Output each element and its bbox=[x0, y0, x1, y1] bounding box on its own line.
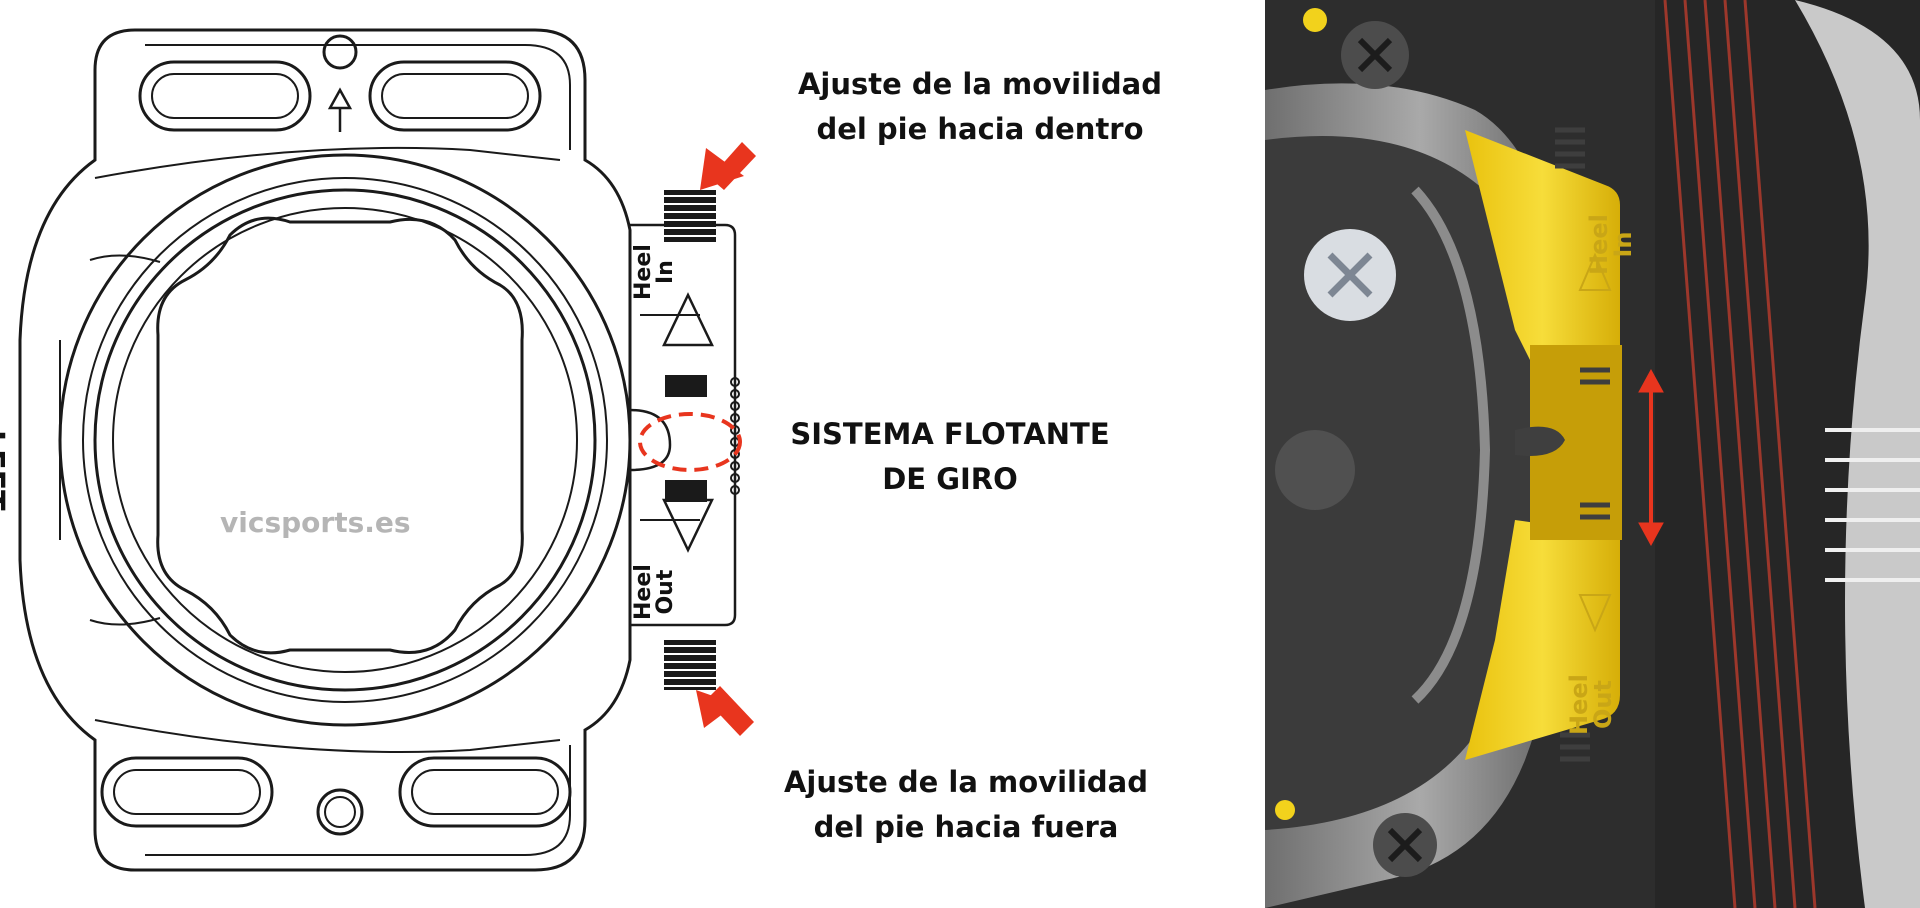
direction-arrow bbox=[327, 87, 353, 132]
photo-heel-out-line1: Heel bbox=[1565, 674, 1593, 735]
yellow-housing-bottom bbox=[1465, 520, 1620, 760]
watermark: vicsports.es bbox=[220, 506, 411, 539]
red-arrow-top bbox=[700, 142, 756, 190]
heel-in-triangle bbox=[662, 292, 714, 347]
photo-spring-screws bbox=[1555, 127, 1610, 762]
mounting-slot bbox=[398, 756, 572, 828]
heel-out-line1: Heel bbox=[631, 564, 656, 620]
photo-label-heel-out: Heel Out bbox=[1565, 674, 1617, 735]
float-highlight-ellipse bbox=[638, 412, 742, 472]
heel-in-line2: In bbox=[653, 260, 678, 285]
cleat-diagram-panel: LEFT Heel In Heel Out vicsports.es Ajust… bbox=[0, 28, 1190, 872]
annotation-middle-line1: SISTEMA FLOTANTE bbox=[790, 417, 1110, 451]
mounting-slot bbox=[368, 60, 542, 132]
annotation-middle-line2: DE GIRO bbox=[882, 462, 1018, 496]
cleat-outline bbox=[18, 28, 632, 872]
cleat-label-heel-out: Heel Out bbox=[631, 564, 678, 620]
float-ring-outer bbox=[58, 153, 632, 727]
photo-heel-out-line2: Out bbox=[1589, 680, 1617, 730]
left-text: LEFT bbox=[0, 430, 10, 511]
photo-red-double-arrow bbox=[1638, 368, 1664, 547]
heel-out-line2: Out bbox=[653, 569, 678, 615]
adjust-screw-bottom bbox=[664, 640, 716, 690]
annotation-top-line2: del pie hacia dentro bbox=[816, 112, 1144, 146]
center-plate bbox=[156, 216, 524, 655]
photo-label-heel-in: Heel In bbox=[1585, 214, 1637, 275]
mounting-slot bbox=[100, 756, 274, 828]
red-arrow-bottom bbox=[696, 686, 754, 736]
yellow-housing-top bbox=[1465, 130, 1620, 360]
heel-in-line1: Heel bbox=[631, 244, 656, 300]
cleat-photo-panel: Heel In Heel Out bbox=[1265, 0, 1920, 908]
annotation-top: Ajuste de la movilidad del pie hacia den… bbox=[770, 62, 1190, 152]
photo-heel-in-line1: Heel bbox=[1585, 214, 1613, 275]
annotation-middle: SISTEMA FLOTANTE DE GIRO bbox=[760, 412, 1140, 502]
annotation-bottom: Ajuste de la movilidad del pie hacia fue… bbox=[756, 760, 1176, 850]
cleat-photo-illustration bbox=[1265, 0, 1920, 908]
cleat-line-drawing bbox=[18, 28, 756, 872]
red-sole-pattern bbox=[1663, 0, 1817, 908]
mounting-slot bbox=[138, 60, 312, 132]
cleat-label-left: LEFT bbox=[0, 430, 10, 511]
heel-out-triangle bbox=[662, 498, 714, 553]
annotation-top-line1: Ajuste de la movilidad bbox=[797, 67, 1162, 101]
float-ring-inner bbox=[93, 188, 597, 692]
photo-heel-in-line2: In bbox=[1609, 231, 1637, 258]
annotation-bottom-line2: del pie hacia fuera bbox=[813, 810, 1119, 844]
adjust-screw-top bbox=[664, 190, 716, 242]
cleat-label-heel-in: Heel In bbox=[631, 244, 678, 300]
annotation-bottom-line1: Ajuste de la movilidad bbox=[783, 765, 1148, 799]
